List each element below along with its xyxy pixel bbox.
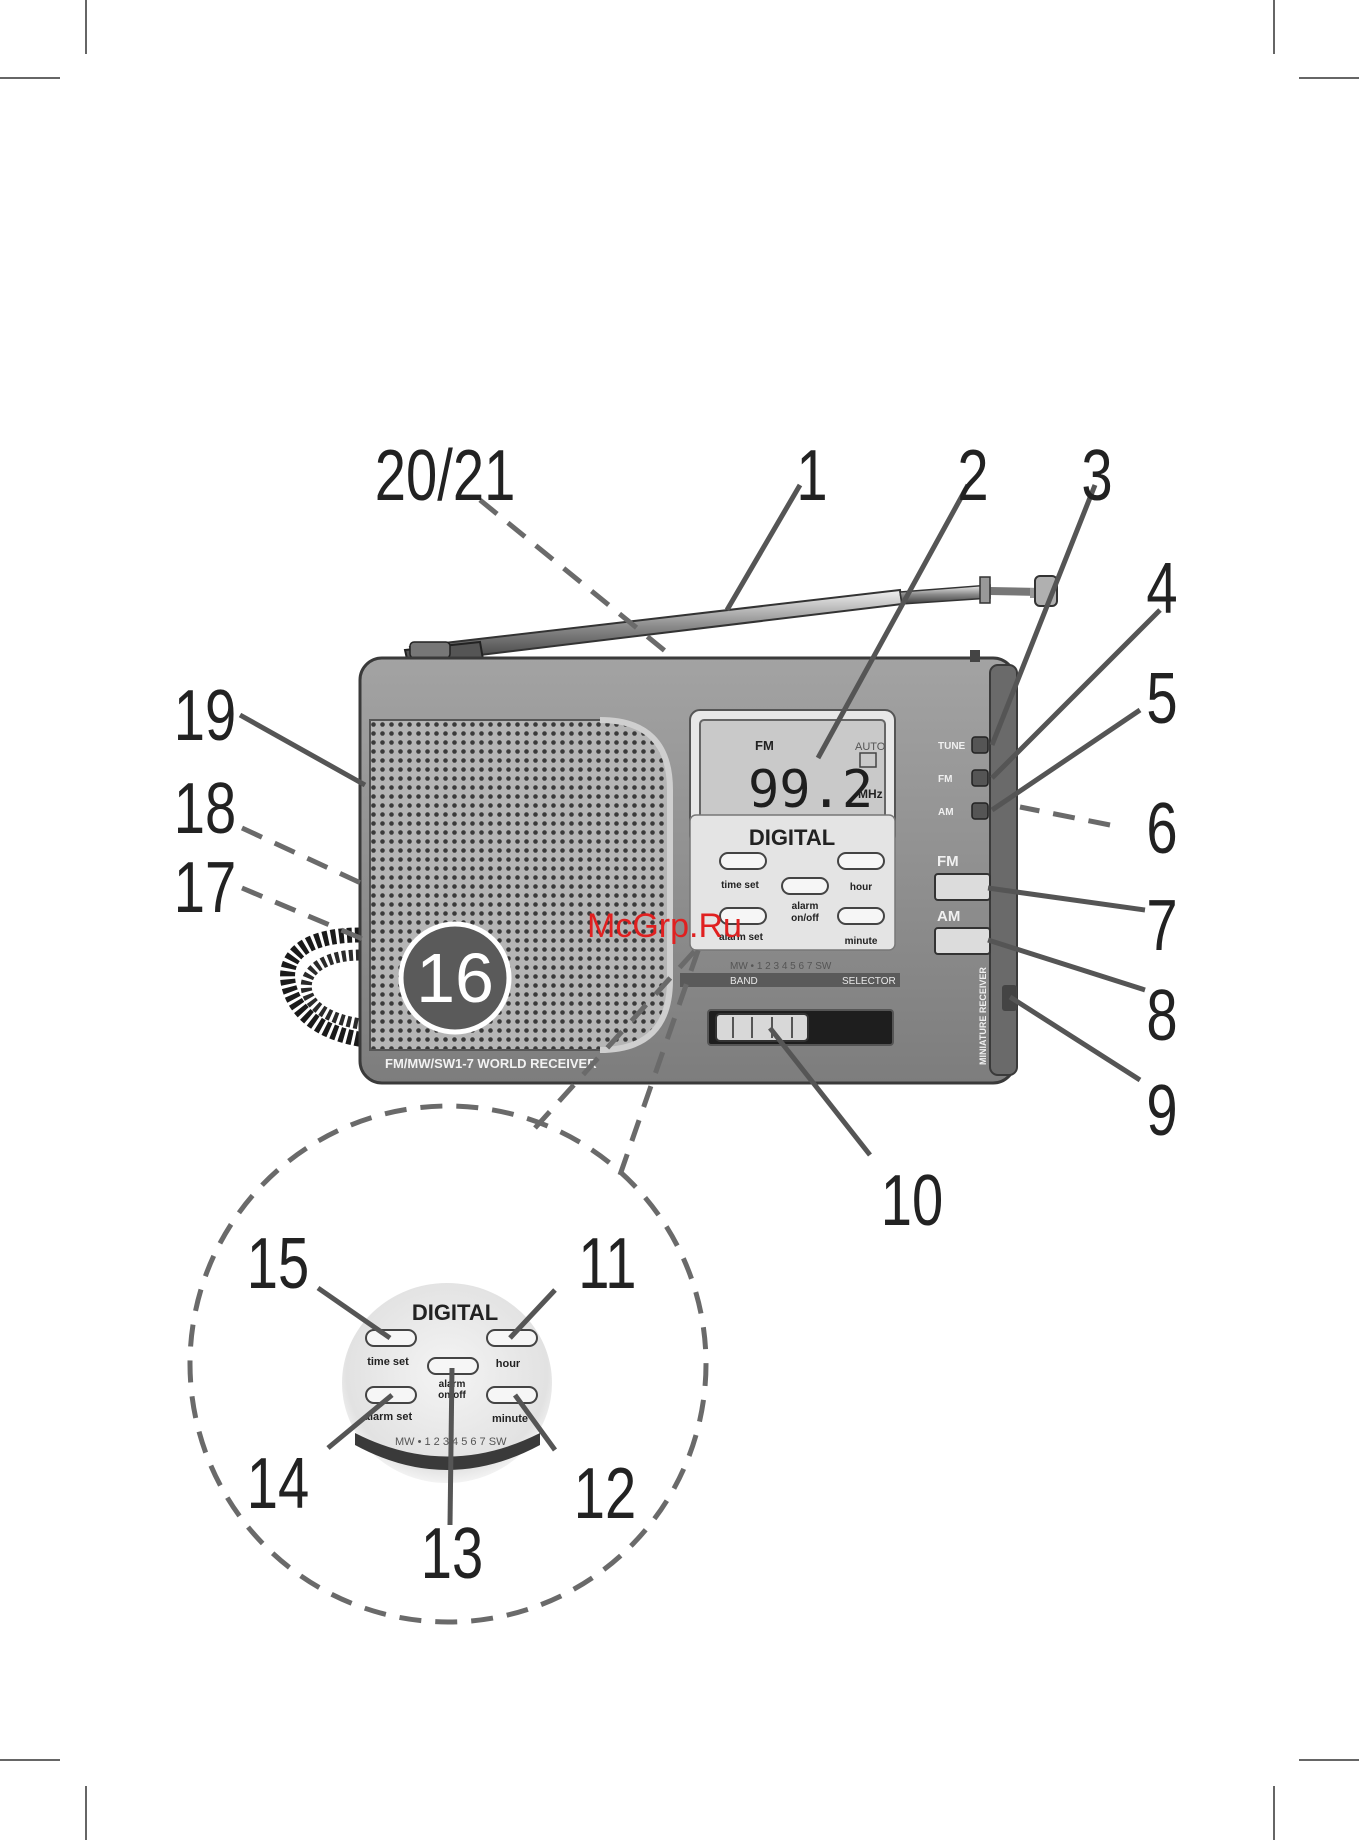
callout-18: 18: [174, 768, 236, 848]
callout-19: 19: [174, 675, 236, 755]
zoom-brand: DIGITAL: [412, 1300, 498, 1325]
callout-20-21: 20/21: [375, 435, 515, 515]
time-set-label: time set: [721, 880, 759, 891]
callout-7: 7: [1146, 885, 1177, 965]
band-scale: MW • 1 2 3 4 5 6 7 SW: [730, 961, 832, 972]
zoom-hour-label: hour: [496, 1358, 521, 1370]
zoom-detail: DIGITAL time set hour alarm on/off alarm…: [187, 943, 709, 1625]
callout-1: 1: [796, 435, 827, 515]
am-led: [971, 802, 989, 820]
callout-15: 15: [247, 1223, 309, 1303]
lcd-auto: AUTO: [855, 741, 886, 753]
callout-14: 14: [247, 1443, 309, 1523]
body-label: FM/MW/SW1-7 WORLD RECEIVER: [385, 1056, 597, 1071]
fm-button-label: FM: [937, 853, 959, 870]
lcd-unit: MHz: [858, 787, 883, 801]
alarm-set-button[interactable]: [719, 907, 767, 925]
tune-led: [971, 736, 989, 754]
alarm-onoff-button[interactable]: [781, 877, 829, 895]
callout-11: 11: [578, 1223, 636, 1303]
side-controls: TUNE FM AM FM AM MINIATURE RECEIVER: [934, 736, 1017, 1065]
wrist-strap: [280, 927, 369, 1048]
callout-17: 17: [174, 847, 236, 927]
hour-button[interactable]: [837, 852, 885, 870]
telescopic-antenna: [403, 575, 1058, 674]
zoom-minute-button: [486, 1386, 538, 1404]
lcd-auto-box: [859, 752, 877, 768]
fm-led: [971, 769, 989, 787]
panel-brand: DIGITAL: [749, 825, 835, 850]
callout-13: 13: [421, 1513, 483, 1593]
leader-lines: [238, 483, 1162, 1526]
zoom-minute-label: minute: [492, 1413, 528, 1425]
alarm-label-1: alarm: [792, 901, 819, 912]
band-selector: MW • 1 2 3 4 5 6 7 SW BAND SELECTOR: [680, 961, 900, 1046]
band-selector-slider[interactable]: [715, 1013, 809, 1042]
callout-numbers: 20/21 1 2 3 4 5 6 7 8 9 10 11 12 13 14 1…: [174, 435, 1178, 1593]
vertical-side-text: MINIATURE RECEIVER: [978, 967, 988, 1065]
hour-label: hour: [850, 882, 872, 893]
callout-9: 9: [1146, 1070, 1177, 1150]
minute-button[interactable]: [837, 907, 885, 925]
callout-16-badge: 16: [398, 921, 512, 1035]
callout-12: 12: [574, 1453, 636, 1533]
zoom-time-set-label: time set: [367, 1356, 409, 1368]
alarm-label-2: on/off: [791, 913, 819, 924]
selector-label: SELECTOR: [842, 976, 896, 987]
control-panel: DIGITAL time set hour alarm on/off alarm…: [689, 814, 896, 951]
callout-2: 2: [957, 435, 988, 515]
tune-label: TUNE: [938, 741, 966, 752]
zoom-circle: [187, 1103, 709, 1625]
band-label: BAND: [730, 976, 758, 987]
callout-6: 6: [1146, 788, 1177, 868]
fm-memory-button[interactable]: [934, 873, 991, 901]
lcd-band: FM: [755, 738, 774, 753]
lcd-frequency: 99.2: [748, 760, 873, 820]
watermark: McGrp.Ru: [587, 907, 742, 945]
callout-16: 16: [416, 939, 494, 1017]
zoom-alarm-set-label: alarm set: [364, 1411, 413, 1423]
am-button-label: AM: [937, 908, 960, 925]
callout-3: 3: [1081, 435, 1112, 515]
am-led-label: AM: [938, 807, 954, 818]
alarm-set-label: alarm set: [719, 932, 764, 943]
minute-label: minute: [845, 936, 878, 947]
zoom-time-set-button: [365, 1329, 417, 1347]
time-set-button[interactable]: [719, 852, 767, 870]
fm-led-label: FM: [938, 774, 952, 785]
am-memory-button[interactable]: [934, 927, 991, 955]
lcd-display: FM AUTO 99.2 MHz: [689, 709, 896, 846]
callout-10: 10: [881, 1160, 943, 1240]
callout-8: 8: [1146, 975, 1177, 1055]
callout-4: 4: [1146, 548, 1177, 628]
callout-5: 5: [1146, 658, 1177, 738]
